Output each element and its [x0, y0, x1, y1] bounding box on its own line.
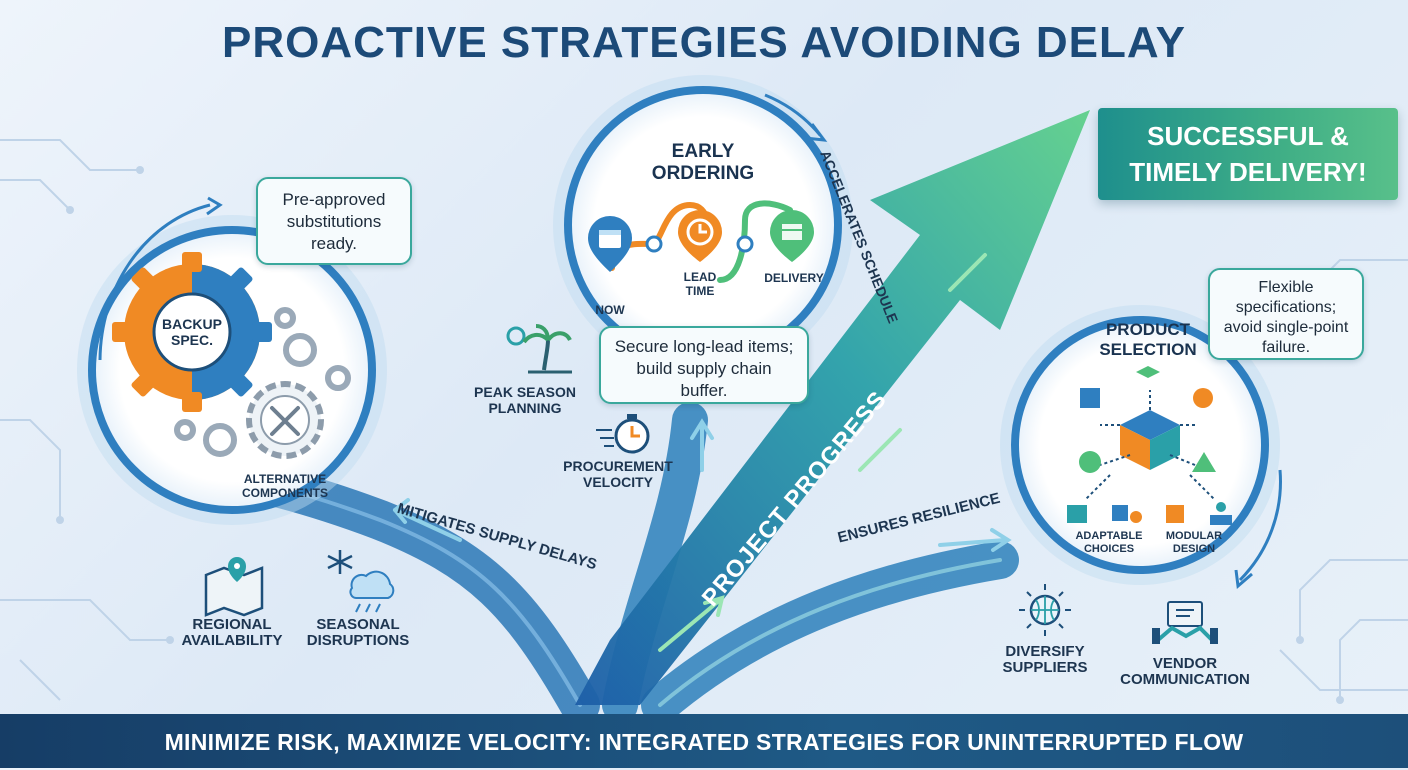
- globe-icon: [1019, 584, 1071, 636]
- progress-arrow: [575, 110, 1090, 705]
- backup-callout: Pre-approved substitutions ready.: [256, 177, 412, 265]
- alternative-components-label: ALTERNATIVE COMPONENTS: [241, 472, 328, 500]
- product-selection-heading: PRODUCT SELECTION: [1099, 320, 1197, 359]
- peak-season-label: PEAK SEASON PLANNING: [474, 384, 576, 416]
- calendar-icon: [588, 216, 632, 272]
- clock-icon: [678, 210, 722, 262]
- procurement-velocity-label: PROCUREMENT VELOCITY: [563, 458, 673, 490]
- modular-cube-icon: [1120, 410, 1180, 470]
- adaptable-choices-label: ADAPTABLE CHOICES: [1075, 530, 1143, 555]
- timeline-delivery-label: DELIVERY: [764, 271, 824, 285]
- connector-lines: [1084, 390, 1216, 501]
- small-gears-icon: [174, 307, 351, 457]
- circuit-lines-left: [0, 139, 170, 701]
- product-selection-callout: Flexible specifications; avoid single-po…: [1208, 268, 1364, 360]
- timeline-now-label: NOW: [595, 303, 625, 317]
- early-ordering-callout: Secure long-lead items; build supply cha…: [599, 326, 809, 404]
- palm-tree-icon: [506, 324, 572, 374]
- delivery-box-icon: [770, 210, 814, 262]
- footer-bar: MINIMIZE RISK, MAXIMIZE VELOCITY: INTEGR…: [0, 714, 1408, 768]
- early-ordering-heading: EARLY ORDERING: [651, 141, 755, 184]
- snow-cloud-icon: [327, 550, 395, 613]
- banner-line-2: TIMELY DELIVERY!: [1129, 157, 1367, 187]
- backup-spec-label: BACKUP SPEC.: [162, 316, 222, 348]
- timeline-lead-time-label: LEAD TIME: [683, 270, 717, 298]
- page-title: PROACTIVE STRATEGIES AVOIDING DELAY: [221, 18, 1186, 67]
- modular-design-label: MODULAR DESIGN: [1165, 530, 1223, 555]
- shape-icons: [1067, 366, 1232, 525]
- diversify-suppliers-label: DIVERSIFY SUPPLIERS: [1002, 643, 1088, 676]
- banner-line-1: SUCCESSFUL &: [1147, 121, 1349, 151]
- timeline-nodes: [645, 235, 754, 253]
- regional-availability-label: REGIONAL AVAILABILITY: [181, 616, 283, 649]
- success-banner: SUCCESSFUL & TIMELY DELIVERY!: [1098, 108, 1398, 200]
- tools-gear-icon: [246, 381, 324, 459]
- stopwatch-icon: [596, 414, 650, 454]
- orbit-arrows: [98, 93, 1282, 589]
- map-pin-icon: [204, 557, 264, 617]
- path-arrows: [393, 418, 1012, 552]
- progress-arrow-streaks: [658, 253, 987, 652]
- backup-spec-gear-icon: [112, 252, 272, 412]
- handshake-icon: [1152, 601, 1218, 644]
- vendor-communication-label: VENDOR COMMUNICATION: [1120, 655, 1250, 688]
- seasonal-disruptions-label: SEASONAL DISRUPTIONS: [306, 616, 410, 649]
